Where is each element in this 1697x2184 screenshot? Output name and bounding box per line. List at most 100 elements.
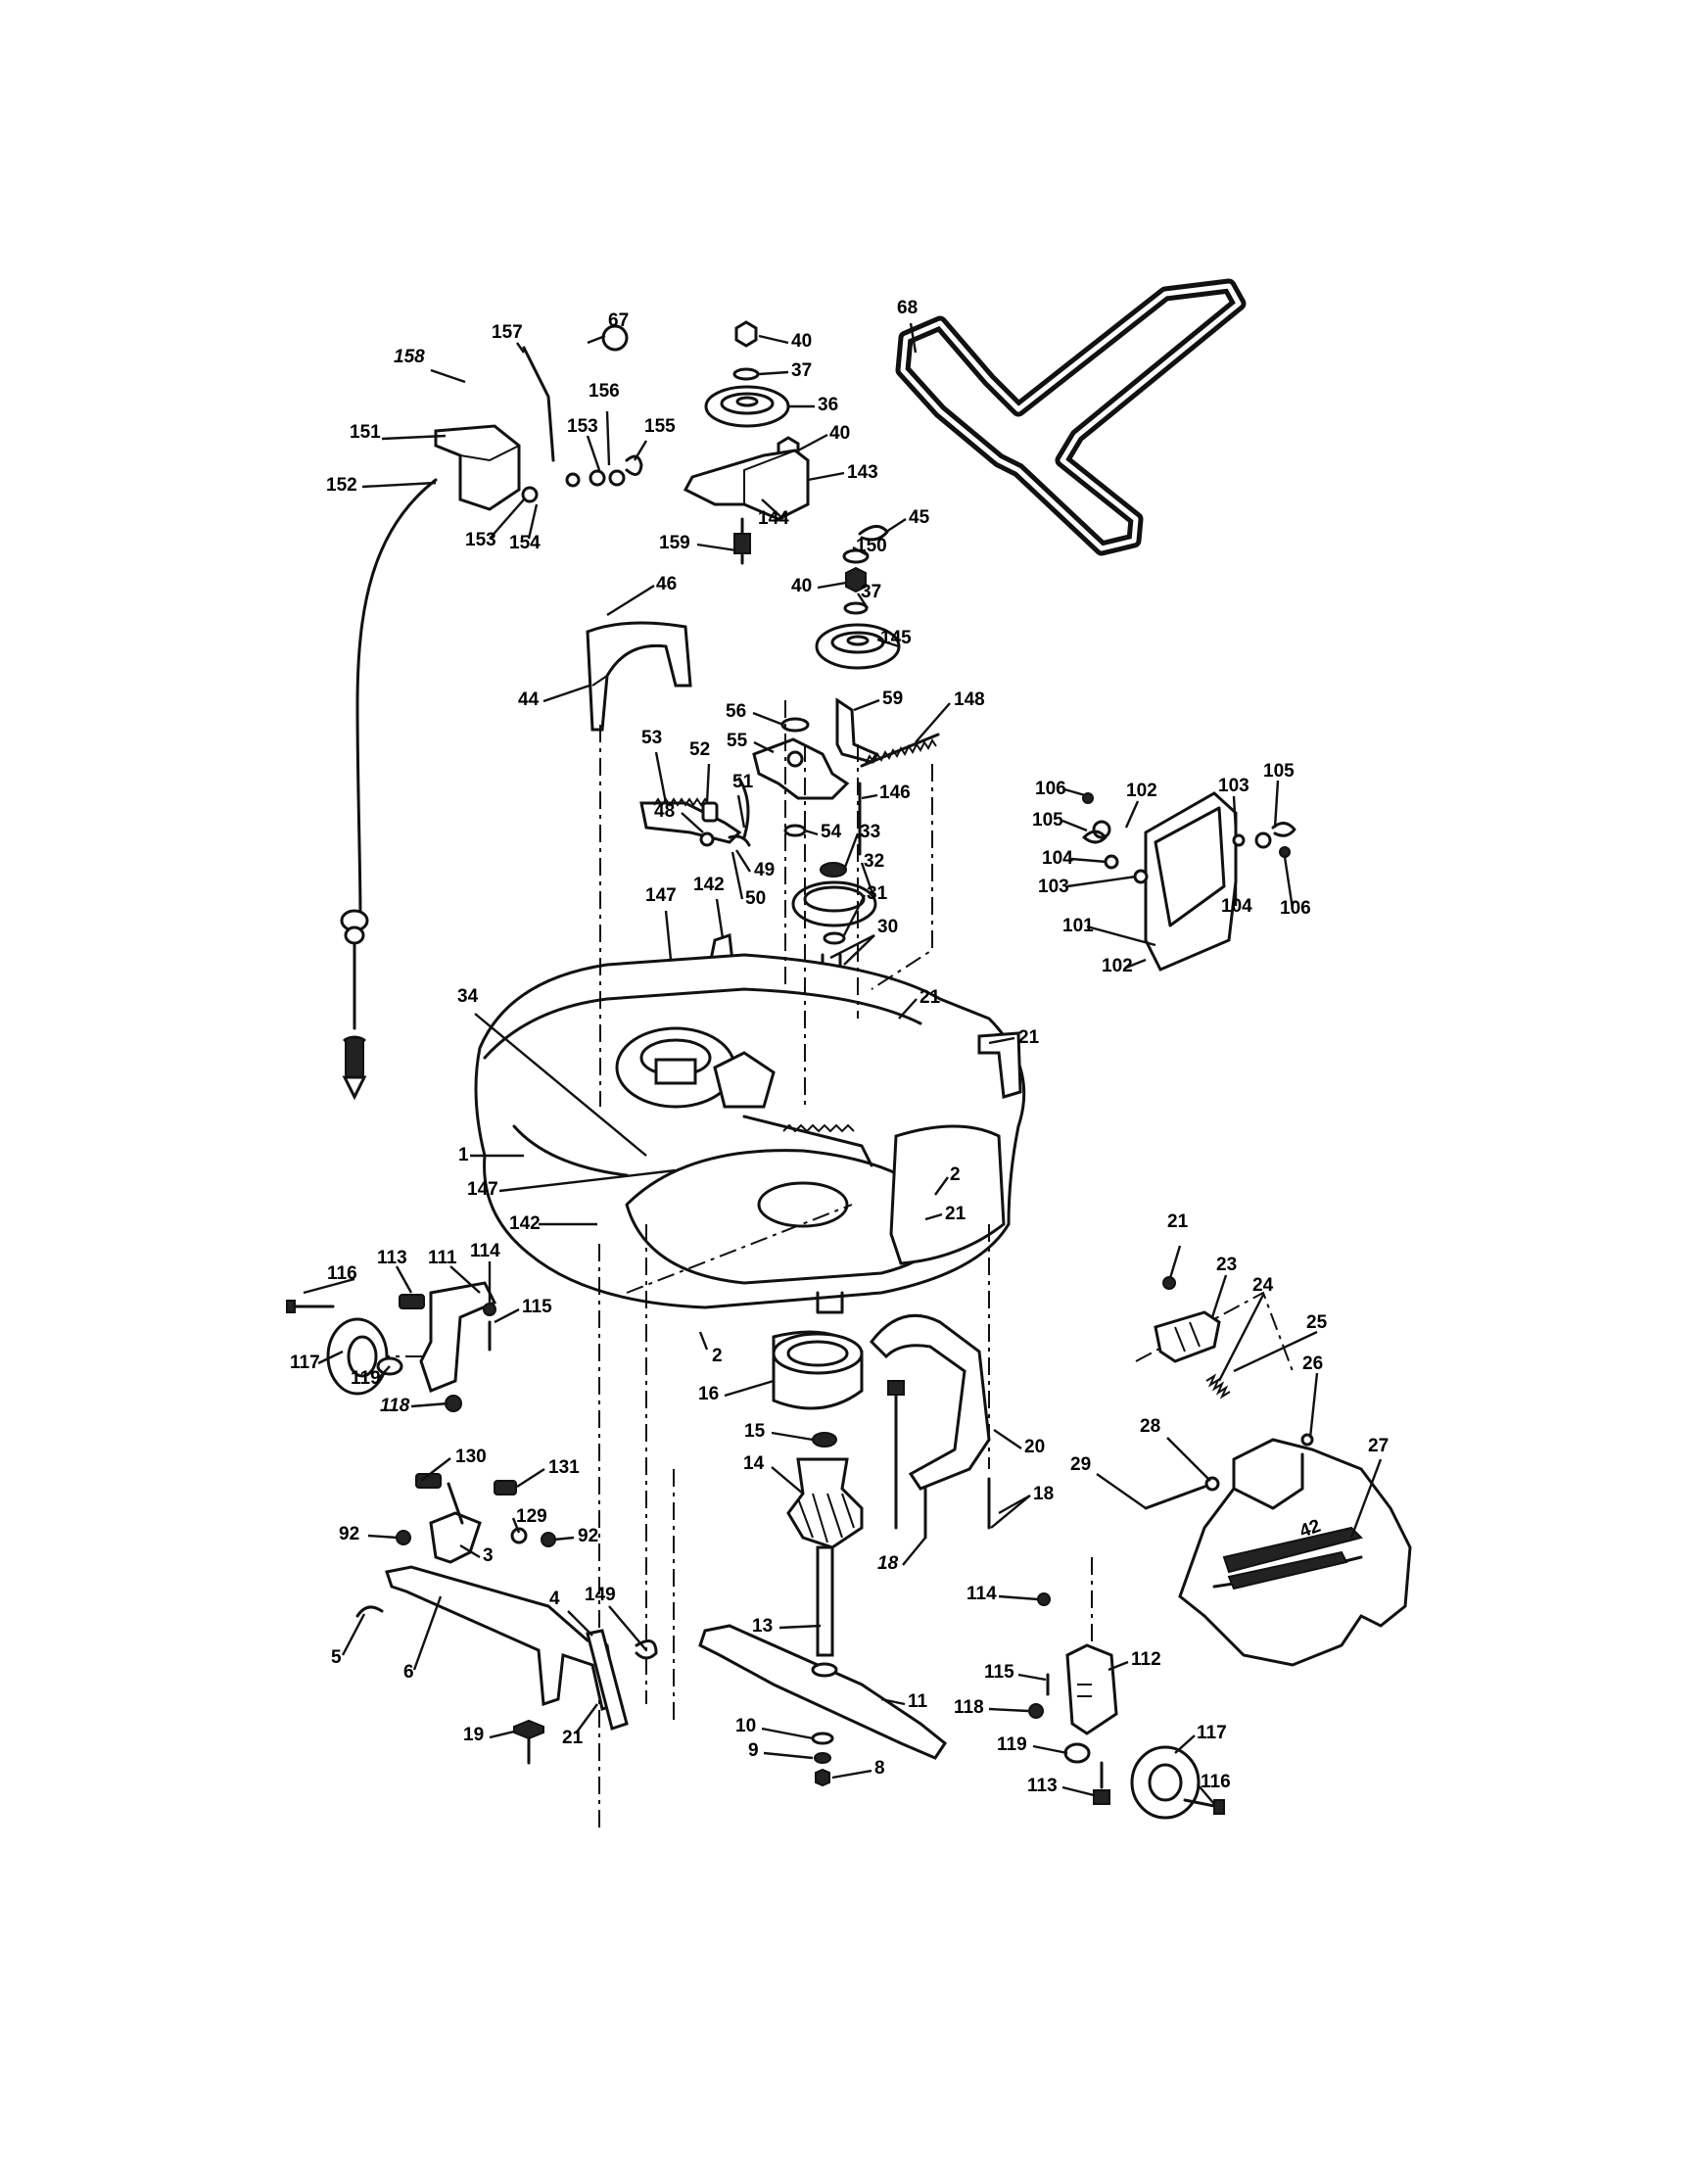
part-callout-c148: 148: [954, 689, 985, 710]
part-callout-c11: 11: [908, 1691, 928, 1712]
part-callout-c21d: 21: [562, 1728, 584, 1748]
part-callout-c119b: 119: [997, 1734, 1027, 1755]
part-callout-c32: 32: [864, 851, 884, 872]
part-callout-c151: 151: [350, 422, 381, 443]
deck-mounting-arms: [870, 1313, 991, 1540]
part-callout-c37a: 37: [791, 360, 812, 381]
part-callout-c105b: 105: [1032, 810, 1063, 831]
part-callout-c143: 143: [847, 462, 878, 483]
chute-bracket: [1154, 1276, 1314, 1447]
part-callout-c49: 49: [754, 860, 775, 880]
part-callout-c36: 36: [818, 395, 838, 415]
part-callout-c26: 26: [1302, 1353, 1323, 1374]
part-callout-c2b: 2: [712, 1346, 723, 1366]
part-callout-c131: 131: [548, 1457, 580, 1478]
part-callout-c106b: 106: [1280, 898, 1311, 919]
part-callout-c105a: 105: [1263, 761, 1295, 782]
part-callout-c44: 44: [518, 689, 540, 710]
part-callout-c68: 68: [897, 298, 918, 318]
part-callout-c13: 13: [752, 1616, 773, 1637]
part-callout-c9: 9: [748, 1740, 759, 1761]
part-callout-c154: 154: [509, 533, 541, 553]
part-callout-c116b: 116: [1201, 1772, 1231, 1792]
part-callout-c33: 33: [860, 822, 880, 842]
part-callout-c102b: 102: [1102, 956, 1133, 976]
part-callout-c103a: 103: [1218, 776, 1249, 796]
part-callout-c142b: 142: [509, 1213, 541, 1234]
part-callout-c40b: 40: [829, 423, 850, 444]
part-callout-c4: 4: [549, 1589, 560, 1609]
part-callout-c147a: 147: [645, 885, 677, 906]
part-callout-c118b: 118: [954, 1697, 984, 1718]
part-callout-c104b: 104: [1221, 896, 1252, 917]
part-callout-c103b: 103: [1038, 877, 1069, 897]
part-callout-c150: 150: [856, 536, 887, 556]
part-callout-c101: 101: [1062, 916, 1094, 936]
blade-spindle: [772, 1330, 864, 1657]
part-callout-c104a: 104: [1042, 848, 1073, 869]
part-callout-c111: 111: [428, 1248, 457, 1268]
part-callout-c114a: 114: [470, 1241, 500, 1261]
part-callout-c115a: 115: [522, 1297, 552, 1317]
part-callout-c117b: 117: [1197, 1723, 1227, 1743]
part-callout-c14: 14: [743, 1453, 765, 1474]
part-callout-c156: 156: [589, 381, 620, 402]
gauge-wheel-right: [1028, 1592, 1225, 1820]
part-callout-c54: 54: [821, 822, 842, 842]
part-callout-c3: 3: [483, 1545, 494, 1566]
part-callout-c67: 67: [608, 310, 629, 331]
part-callout-c155: 155: [644, 416, 676, 437]
part-callout-c145: 145: [880, 628, 912, 648]
part-callout-c144: 144: [758, 508, 789, 529]
part-callout-c27: 27: [1368, 1436, 1389, 1456]
part-callout-c37b: 37: [861, 582, 881, 602]
part-callout-c159: 159: [659, 533, 690, 553]
idler-arm-assembly: [639, 697, 940, 856]
part-callout-c2a: 2: [950, 1164, 961, 1185]
part-callout-c142a: 142: [693, 875, 725, 895]
part-callout-c48: 48: [654, 801, 675, 822]
part-callout-c113a: 113: [377, 1248, 407, 1268]
lift-lever-assembly: [340, 324, 643, 1101]
part-callout-c115b: 115: [984, 1662, 1014, 1683]
part-callout-c10: 10: [735, 1716, 756, 1736]
part-callout-c19: 19: [463, 1725, 484, 1745]
part-callout-c56: 56: [726, 701, 746, 722]
part-callout-c152: 152: [326, 475, 357, 496]
part-callout-c46: 46: [656, 574, 677, 594]
part-callout-c146: 146: [879, 783, 911, 803]
part-callout-c51: 51: [732, 772, 754, 792]
part-callout-c21a: 21: [919, 987, 941, 1008]
part-callout-c114b: 114: [966, 1584, 997, 1604]
part-callout-c118a: 118: [380, 1396, 410, 1416]
part-callout-c92b: 92: [578, 1526, 598, 1546]
part-callout-c16: 16: [698, 1384, 719, 1404]
mower-blade: [698, 1624, 948, 1787]
deflector-assembly: [1082, 791, 1296, 972]
part-callout-c30: 30: [877, 917, 898, 937]
part-callout-c21e: 21: [1167, 1211, 1189, 1232]
part-callout-c102a: 102: [1126, 781, 1157, 801]
part-callout-c55: 55: [727, 731, 748, 751]
part-callout-c149: 149: [585, 1585, 616, 1605]
part-callout-c21c: 21: [945, 1204, 966, 1224]
front-link-assembly: [355, 1473, 658, 1765]
part-callout-c18a: 18: [1033, 1484, 1054, 1504]
part-callout-c40a: 40: [791, 331, 812, 352]
part-callout-c29: 29: [1070, 1454, 1091, 1475]
part-callout-c130: 130: [455, 1447, 487, 1467]
part-callout-c15: 15: [744, 1421, 766, 1442]
part-callout-c59: 59: [882, 688, 903, 709]
part-callout-c158: 158: [394, 347, 425, 367]
part-callout-c117a: 117: [290, 1353, 320, 1373]
part-callout-c28: 28: [1140, 1416, 1160, 1437]
part-callout-c34: 34: [457, 986, 479, 1007]
part-callout-c25: 25: [1306, 1312, 1328, 1333]
part-callout-c112: 112: [1131, 1649, 1161, 1670]
part-callout-c5: 5: [331, 1647, 342, 1668]
part-callout-c153a: 153: [567, 416, 598, 437]
discharge-chute: 42: [1144, 1438, 1412, 1667]
idler-pulley-assembly-top: [683, 320, 810, 565]
belt-guard: [586, 621, 692, 732]
